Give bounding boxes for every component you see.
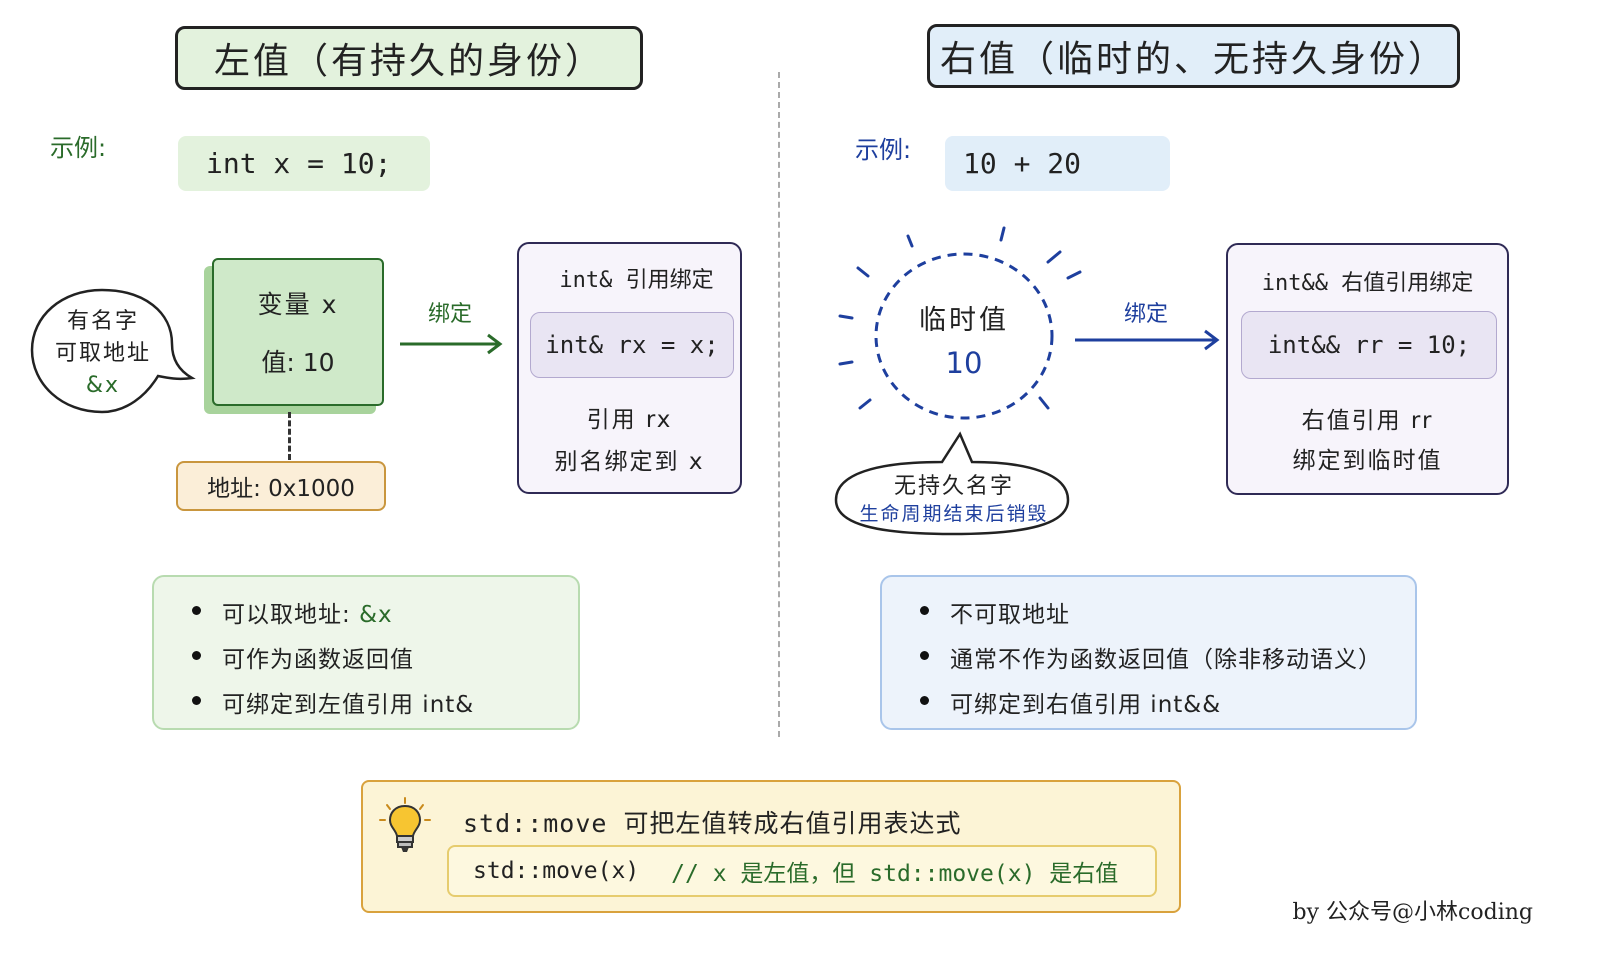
variable-value: 值: 10 — [261, 348, 335, 377]
tip-code-comment: // x 是左值，但 std::move(x) 是右值 — [671, 861, 1119, 887]
lvalue-prop-1-text: 可以取地址: — [222, 602, 360, 628]
address-connector — [288, 412, 291, 460]
rvalue-ref-box: int&& 右值引用绑定 int&& rr = 10; 右值引用 rr 绑定到临… — [1226, 243, 1509, 495]
lvalue-example-code: int x = 10; — [178, 136, 430, 191]
lvalue-ref-title: int& 引用绑定 — [559, 268, 714, 293]
center-divider — [778, 72, 780, 737]
lvalue-bubble-line2: 可取地址 — [54, 341, 151, 366]
variable-box: 变量 x 值: 10 — [212, 258, 384, 406]
rvalue-ref-title: int&& 右值引用绑定 — [1261, 271, 1474, 296]
lvalue-ref-code: int& rx = x; — [530, 312, 734, 378]
lvalue-bubble-line1: 有名字 — [66, 309, 139, 334]
rvalue-ref-line2: 绑定到临时值 — [1292, 448, 1443, 474]
std-move-tip: std::move 可把左值转成右值引用表达式 std::move(x) // … — [361, 780, 1181, 913]
lvalue-title: 左值（有持久的身份） — [175, 26, 643, 90]
temp-value-label: 临时值 — [919, 305, 1009, 336]
rvalue-ref-line1: 右值引用 rr — [1301, 408, 1434, 434]
rvalue-bubble-line2: 生命周期结束后销毁 — [859, 503, 1049, 525]
lvalue-example-label: 示例: — [50, 134, 107, 162]
lvalue-prop-2: 可作为函数返回值 — [192, 640, 414, 674]
rvalue-example-code: 10 + 20 — [945, 136, 1170, 191]
rvalue-bind-arrow — [1075, 329, 1220, 351]
lightbulb-icon — [379, 797, 431, 852]
rvalue-bubble-shape — [834, 431, 1070, 536]
rvalue-prop-1: 不可取地址 — [920, 595, 1070, 629]
lvalue-ref-box: int& 引用绑定 int& rx = x; 引用 rx 别名绑定到 x — [517, 242, 742, 494]
rvalue-ref-code: int&& rr = 10; — [1241, 311, 1497, 379]
author-credit: by 公众号@小林coding — [1292, 900, 1533, 925]
temp-value-burst — [838, 226, 1082, 420]
variable-name: 变量 x — [257, 290, 339, 319]
rvalue-bubble-line1: 无持久名字 — [893, 474, 1014, 499]
tip-code-expr: std::move(x) — [473, 858, 640, 884]
lvalue-bubble-text: 有名字 可取地址 &x — [44, 306, 162, 402]
lvalue-bind-arrow — [400, 333, 503, 355]
rvalue-example-label: 示例: — [855, 136, 912, 164]
temp-value-number: 10 — [945, 346, 983, 380]
lvalue-properties: 可以取地址: &x 可作为函数返回值 可绑定到左值引用 int& — [152, 575, 580, 730]
lvalue-ref-line2: 别名绑定到 x — [554, 449, 705, 475]
rvalue-prop-2: 通常不作为函数返回值（除非移动语义） — [920, 640, 1382, 674]
lvalue-prop-1-highlight: &x — [359, 602, 393, 628]
address-box: 地址: 0x1000 — [176, 461, 386, 511]
lvalue-arrow-label: 绑定 — [428, 302, 473, 327]
rvalue-properties: 不可取地址 通常不作为函数返回值（除非移动语义） 可绑定到右值引用 int&& — [880, 575, 1417, 730]
tip-code: std::move(x) // x 是左值，但 std::move(x) 是右值 — [447, 845, 1157, 897]
lvalue-prop-3: 可绑定到左值引用 int& — [191, 685, 474, 719]
tip-title-text: std::move 可把左值转成右值引用表达式 — [463, 809, 962, 838]
rvalue-prop-3: 可绑定到右值引用 int&& — [919, 685, 1221, 719]
lvalue-bubble-line3: &x — [85, 373, 121, 398]
tip-title: std::move 可把左值转成右值引用表达式 — [463, 804, 962, 840]
lvalue-ref-line1: 引用 rx — [586, 407, 673, 433]
lvalue-bubble-shape — [30, 288, 196, 414]
rvalue-title: 右值（临时的、无持久身份） — [927, 24, 1460, 88]
rvalue-arrow-label: 绑定 — [1124, 302, 1169, 327]
lvalue-prop-1: 可以取地址: &x — [192, 595, 393, 629]
